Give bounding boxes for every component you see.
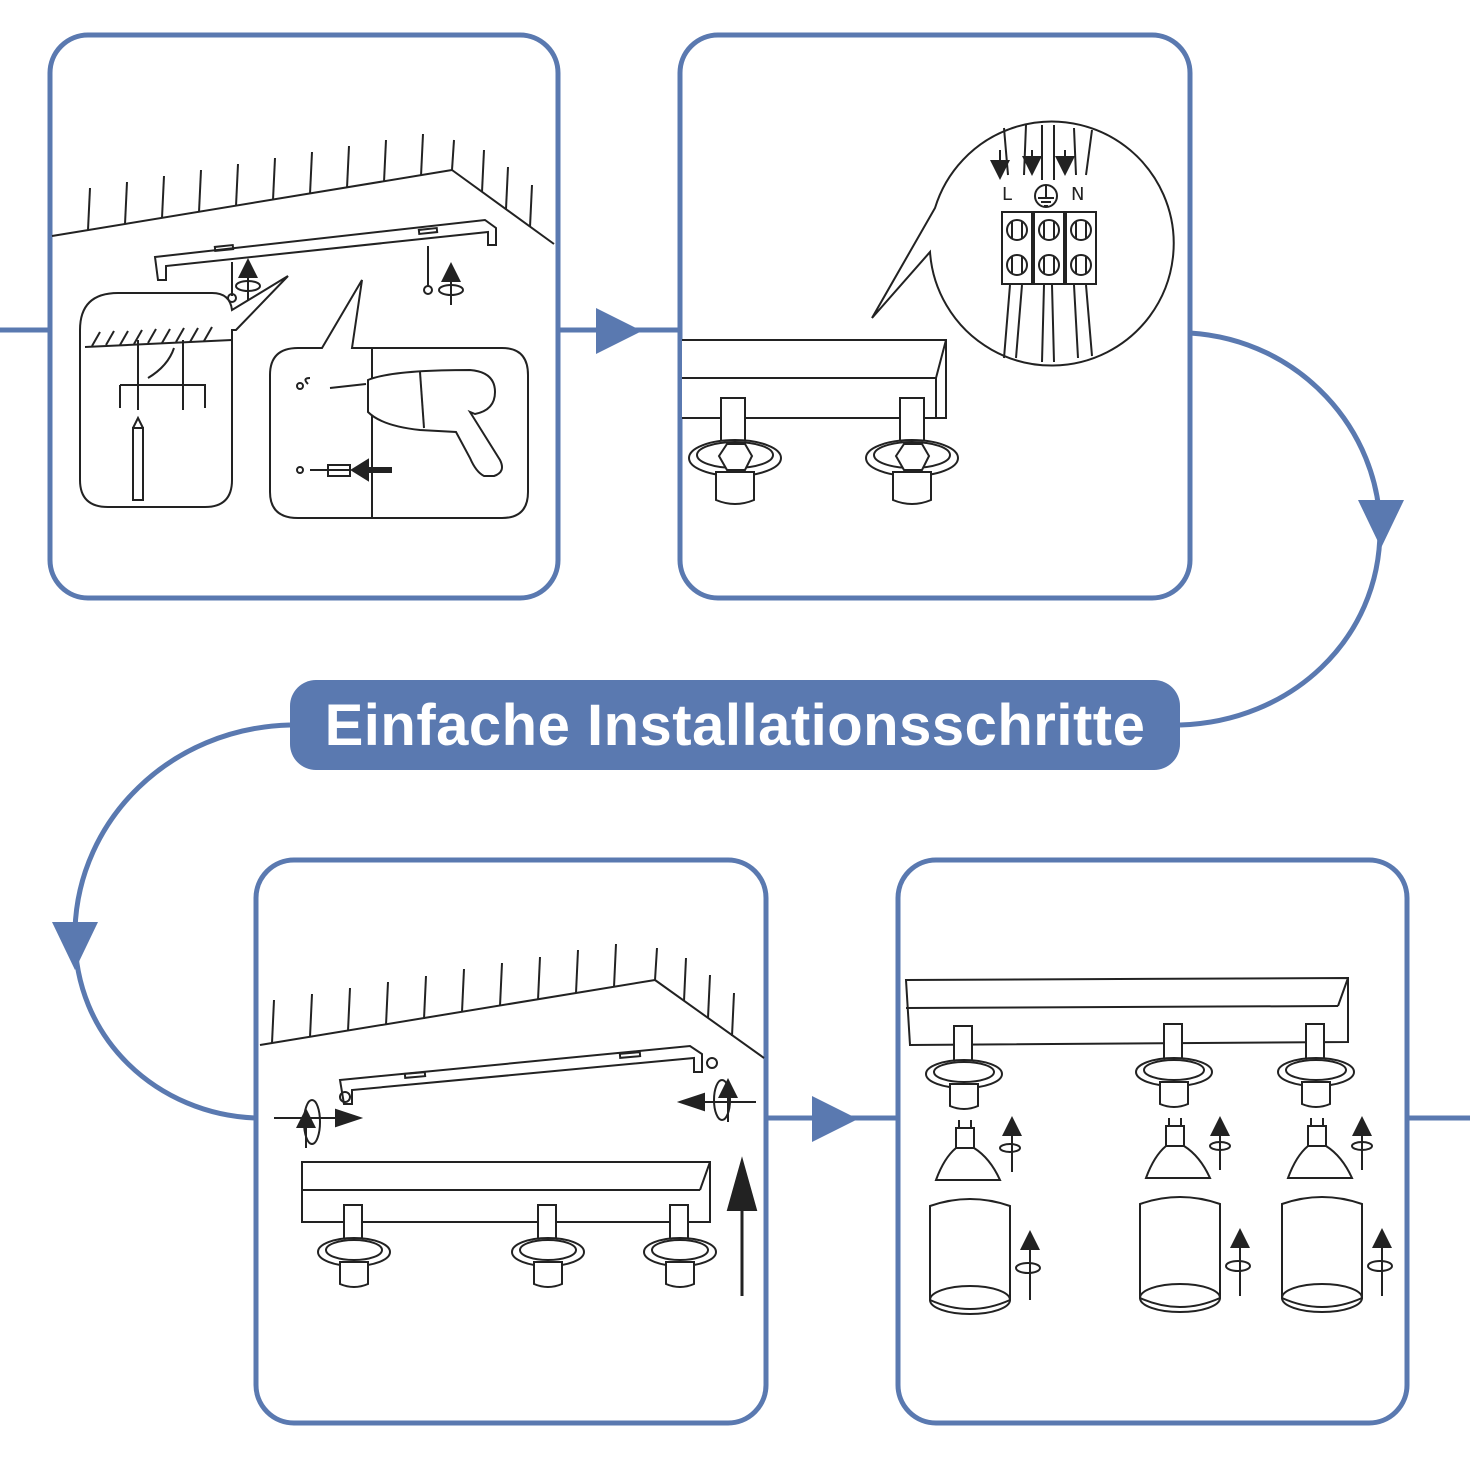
neutral-label: N <box>1071 184 1084 205</box>
lamp-socket <box>688 397 782 505</box>
shade-icon <box>1139 1196 1221 1313</box>
ceiling-hatch <box>259 943 765 1059</box>
mounting-bracket <box>338 1044 703 1105</box>
lamp-unit-3 <box>1277 1023 1393 1313</box>
rotate-arrow-icon <box>676 1057 756 1122</box>
lamp-socket <box>511 1204 585 1288</box>
lamp-socket <box>865 397 959 505</box>
step-4-illustration <box>904 976 1393 1315</box>
terminal-block-callout <box>871 120 1175 367</box>
bulb-icon <box>1144 1118 1212 1179</box>
fixture-base <box>682 339 947 419</box>
screw-icon <box>423 246 464 305</box>
lamp-unit-1 <box>925 1025 1041 1315</box>
shade-icon <box>1281 1196 1363 1313</box>
mounting-bracket <box>153 218 497 281</box>
lamp-socket <box>317 1204 391 1288</box>
fixture-base <box>904 976 1349 1047</box>
step-3-illustration <box>259 943 765 1296</box>
drill-icon <box>296 348 503 518</box>
lamp-socket <box>643 1204 717 1288</box>
screw-icon <box>227 258 261 303</box>
page-title: Einfache Installationsschritte <box>324 692 1146 758</box>
step-2-illustration: L N <box>682 120 1175 505</box>
live-label: L <box>1002 184 1012 205</box>
ceiling-hatch <box>51 133 555 245</box>
title-banner: Einfache Installationsschritte <box>290 680 1180 770</box>
rotate-arrow-icon <box>274 1091 364 1148</box>
step-1-illustration <box>51 133 555 519</box>
bulb-icon <box>934 1120 1002 1181</box>
step-3-panel <box>253 857 769 1426</box>
bulb-icon <box>1286 1118 1354 1179</box>
lamp-unit-2 <box>1135 1023 1251 1313</box>
wall-plug-icon <box>296 458 392 482</box>
ground-icon <box>1034 184 1058 208</box>
fixture-base <box>301 1161 711 1223</box>
pencil-icon <box>84 326 233 501</box>
shade-icon <box>929 1198 1011 1315</box>
lift-arrow-icon <box>726 1156 758 1296</box>
flow-arrow <box>52 308 1404 1142</box>
